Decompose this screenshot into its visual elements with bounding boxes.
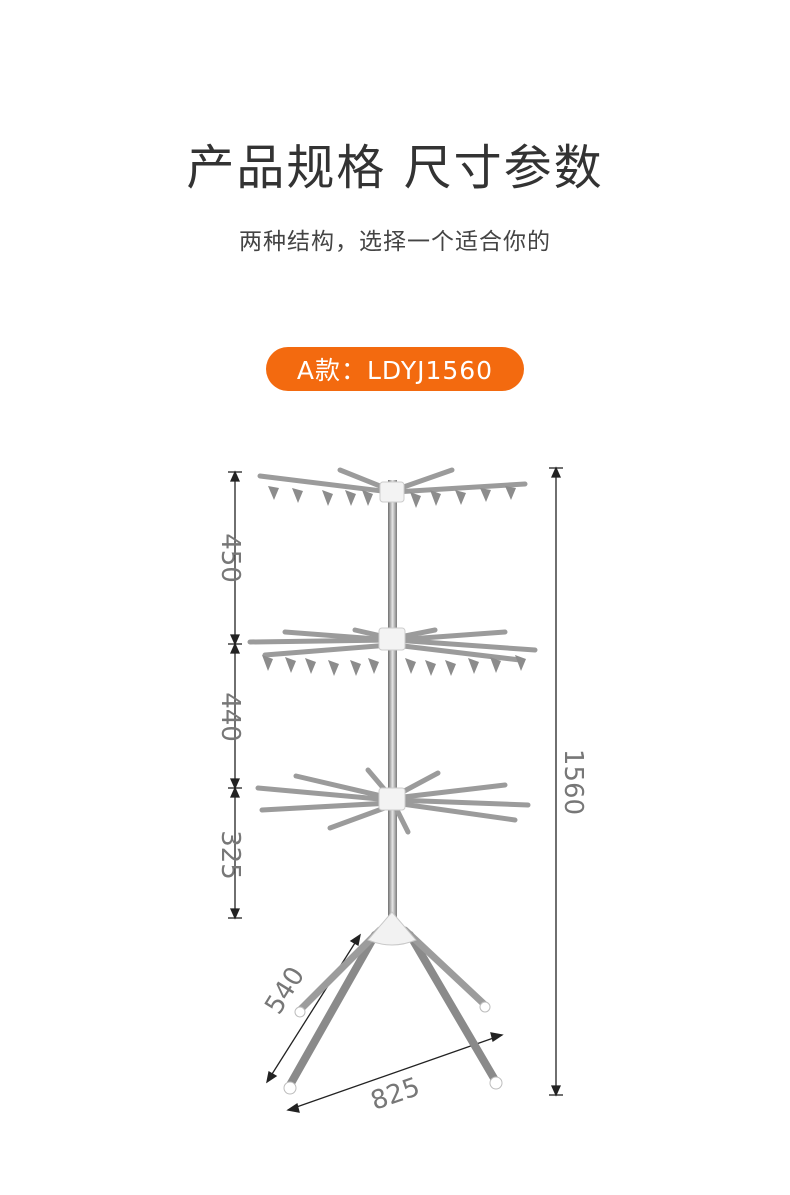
base-hub bbox=[367, 911, 417, 946]
dim-total-height-label: 1560 bbox=[558, 749, 588, 815]
rack-tier-bottom bbox=[255, 767, 531, 835]
page-title: 产品规格 尺寸参数 bbox=[186, 140, 604, 196]
middle-hub bbox=[378, 627, 406, 651]
dimension-lines bbox=[228, 466, 563, 1113]
top-hub bbox=[379, 481, 405, 503]
clips-top bbox=[268, 486, 516, 508]
page-subtitle: 两种结构，选择一个适合你的 bbox=[239, 229, 551, 255]
rack-legs bbox=[283, 926, 503, 1095]
drying-rack-icon: 450 440 325 1560 540 825 bbox=[215, 466, 588, 1117]
rack-tier-top bbox=[257, 467, 528, 495]
clips-middle bbox=[262, 655, 526, 676]
dim-tier2-label: 440 bbox=[215, 692, 245, 742]
dim-tier1-label: 450 bbox=[215, 533, 245, 583]
dim-tier3-label: 325 bbox=[215, 830, 245, 880]
center-pole bbox=[388, 480, 397, 925]
model-badge: A款：LDYJ1560 bbox=[266, 347, 524, 391]
bottom-hub bbox=[378, 787, 406, 811]
rack-tier-middle bbox=[247, 627, 538, 663]
product-figure: 450 440 325 1560 540 825 bbox=[0, 440, 790, 1140]
